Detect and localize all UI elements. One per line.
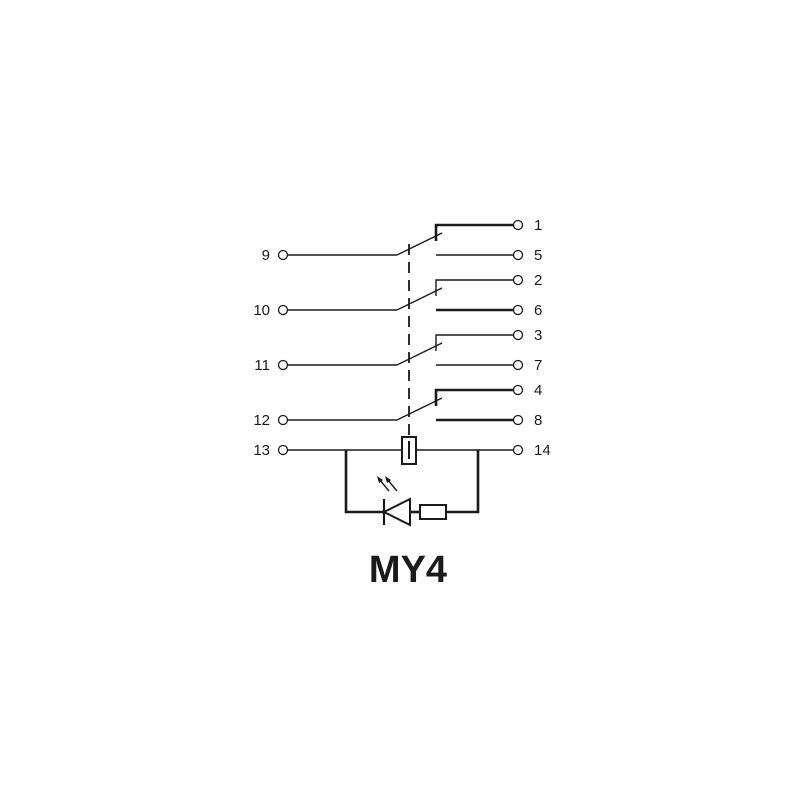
pin-label-5: 5 xyxy=(534,247,542,264)
changeover-contact-icon xyxy=(396,287,443,311)
terminal-5 xyxy=(512,249,524,261)
terminal-1 xyxy=(512,219,524,231)
pin-label-2: 2 xyxy=(534,272,542,289)
left-terminals xyxy=(277,249,289,456)
changeover-contact-icon xyxy=(396,397,443,421)
terminal-6 xyxy=(512,304,524,316)
terminal-8 xyxy=(512,414,524,426)
terminal-12 xyxy=(277,414,289,426)
contact-group-4 xyxy=(288,388,513,422)
changeover-contact-icon xyxy=(396,342,443,366)
contact-group-2 xyxy=(288,279,513,312)
relay-coil-icon xyxy=(401,436,417,465)
pin-label-1: 1 xyxy=(534,217,542,234)
terminal-3 xyxy=(512,329,524,341)
pin-label-7: 7 xyxy=(534,357,542,374)
pin-label-13: 13 xyxy=(253,442,270,459)
resistor-icon xyxy=(419,504,447,520)
led-indicator-icon xyxy=(377,476,411,527)
light-emission-arrows-icon xyxy=(377,476,398,492)
pin-label-11: 11 xyxy=(254,357,270,374)
pin-label-3: 3 xyxy=(534,327,542,344)
pin-label-14: 14 xyxy=(534,442,551,459)
changeover-contact-icon xyxy=(396,232,443,256)
model-title: MY4 xyxy=(369,549,447,591)
terminal-7 xyxy=(512,359,524,371)
pin-label-9: 9 xyxy=(262,247,270,264)
right-terminals xyxy=(512,219,524,456)
terminal-2 xyxy=(512,274,524,286)
pin-label-12: 12 xyxy=(253,412,270,429)
pin-label-8: 8 xyxy=(534,412,542,429)
terminal-13 xyxy=(277,444,289,456)
terminal-4 xyxy=(512,384,524,396)
indicator-loop xyxy=(344,450,480,527)
terminal-11 xyxy=(277,359,289,371)
contact-group-3 xyxy=(288,334,513,366)
pin-label-6: 6 xyxy=(534,302,542,319)
coil-circuit xyxy=(288,436,513,465)
terminal-14 xyxy=(512,444,524,456)
pin-label-4: 4 xyxy=(534,382,542,399)
terminal-9 xyxy=(277,249,289,261)
contact-group-1 xyxy=(288,223,513,256)
terminal-10 xyxy=(277,304,289,316)
pin-label-10: 10 xyxy=(253,302,270,319)
